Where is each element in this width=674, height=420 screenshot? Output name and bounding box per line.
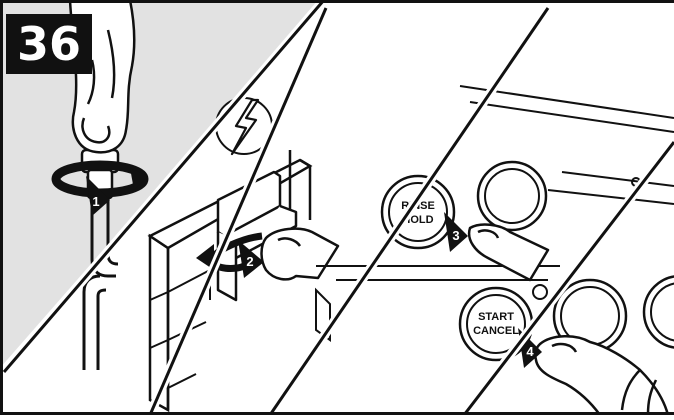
svg-text:START: START — [478, 311, 514, 323]
svg-text:3: 3 — [452, 228, 459, 243]
svg-text:1: 1 — [92, 194, 99, 209]
hand-illustration — [469, 225, 548, 280]
svg-text:CANCEL: CANCEL — [473, 325, 519, 337]
step-number-badge: 36 — [6, 14, 92, 74]
hand-illustration — [262, 229, 339, 280]
svg-text:2: 2 — [246, 254, 253, 269]
adjacent-button — [644, 276, 674, 348]
adjacent-button — [478, 162, 546, 230]
step-number: 36 — [17, 17, 81, 71]
control-panel-lines — [548, 172, 674, 204]
callout-3: 3 — [444, 212, 468, 252]
svg-text:4: 4 — [526, 344, 534, 359]
indicator-light — [533, 285, 547, 299]
hand-illustration — [535, 336, 668, 415]
